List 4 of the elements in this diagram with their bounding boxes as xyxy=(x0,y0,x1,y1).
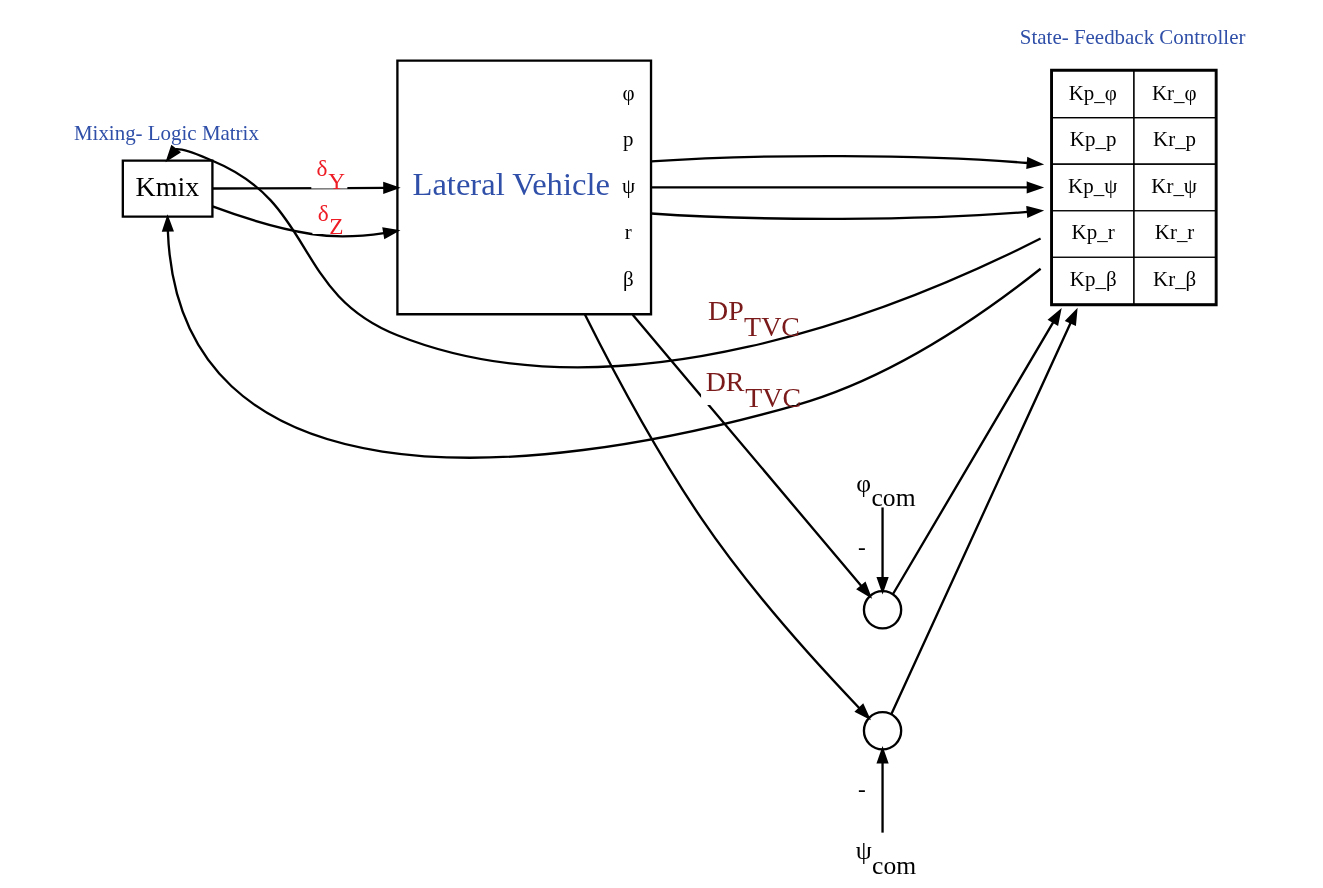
edge-label: - xyxy=(858,534,866,561)
edge-label: - xyxy=(858,776,866,803)
node-label: State- Feedback Controller xyxy=(1019,24,1246,49)
node-label: Mixing- Logic Matrix xyxy=(73,121,259,146)
